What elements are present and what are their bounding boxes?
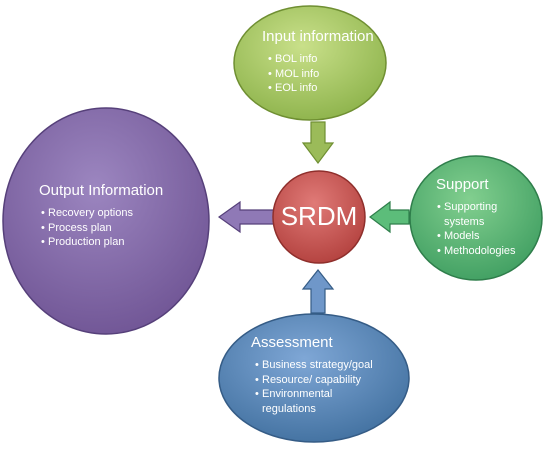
assessment-node-list: Business strategy/goal Resource/ capabil… [255, 358, 381, 416]
arrow-center-to-output [217, 200, 277, 234]
assessment-node-title: Assessment [251, 334, 333, 351]
input-node-title: Input information [262, 28, 374, 45]
output-node: Output Information Recovery options Proc… [3, 108, 209, 334]
input-node-list: BOL info MOL info EOL info [268, 52, 319, 96]
assessment-node: Assessment Business strategy/goal Resour… [219, 314, 409, 442]
list-item: Resource/ capability [255, 373, 381, 388]
output-node-title: Output Information [39, 182, 164, 199]
list-item: MOL info [268, 67, 319, 82]
arrow-support-to-center [369, 200, 410, 234]
support-node: Support Supporting systems Models Method… [410, 156, 542, 280]
list-item: Business strategy/goal [255, 358, 381, 373]
center-node-shape [272, 170, 366, 264]
list-item: Methodologies [437, 244, 529, 259]
arrow-input-to-center [301, 121, 335, 164]
list-item: BOL info [268, 52, 319, 67]
list-item: Recovery options [41, 206, 133, 221]
list-item: EOL info [268, 81, 319, 96]
list-item: Supporting systems [437, 200, 529, 229]
list-item: Production plan [41, 235, 133, 250]
arrow-assessment-to-center [301, 269, 335, 314]
list-item: Models [437, 229, 529, 244]
output-node-list: Recovery options Process plan Production… [41, 206, 133, 250]
list-item: Process plan [41, 221, 133, 236]
list-item: Environmental regulations [255, 387, 381, 416]
center-node: SRDM [273, 171, 365, 263]
support-node-title: Support [436, 176, 489, 193]
input-node: Input information BOL info MOL info EOL … [234, 6, 386, 120]
support-node-list: Supporting systems Models Methodologies [437, 200, 529, 258]
center-node-label: SRDM [280, 201, 358, 231]
